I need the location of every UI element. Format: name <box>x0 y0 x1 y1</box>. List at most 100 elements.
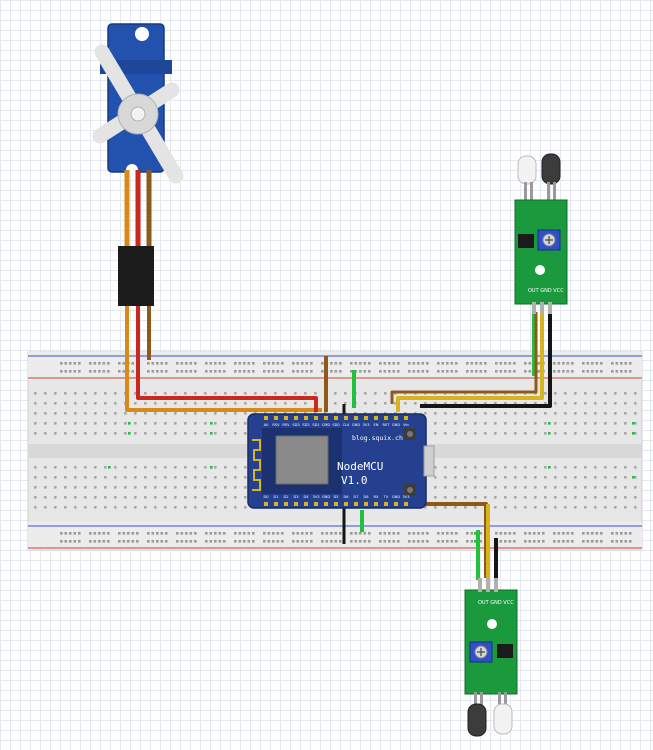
header-pin[interactable] <box>324 502 328 506</box>
header-pin[interactable] <box>404 502 408 506</box>
breadboard-hole <box>214 476 217 479</box>
breadboard-hole <box>632 432 635 435</box>
breadboard-hole <box>513 532 516 535</box>
breadboard-hole <box>234 466 237 469</box>
breadboard-hole <box>34 402 37 405</box>
header-pin[interactable] <box>354 416 358 420</box>
breadboard-hole <box>524 532 527 535</box>
header-pin[interactable] <box>284 416 288 420</box>
header-pin[interactable] <box>334 502 338 506</box>
breadboard-hole <box>144 422 147 425</box>
header-pin[interactable] <box>354 502 358 506</box>
breadboard-hole <box>564 506 567 509</box>
breadboard-hole <box>44 466 47 469</box>
breadboard-hole <box>441 362 445 365</box>
breadboard-hole <box>504 370 507 373</box>
breadboard-hole <box>363 540 367 543</box>
breadboard-hole <box>437 362 440 365</box>
header-pin[interactable] <box>324 416 328 420</box>
header-pin[interactable] <box>304 416 308 420</box>
breadboard-hole <box>624 466 627 469</box>
breadboard-hole <box>224 506 227 509</box>
header-pin[interactable] <box>304 502 308 506</box>
breadboard-hole <box>134 506 137 509</box>
breadboard-hole <box>604 496 607 499</box>
pin-label: 3V3 <box>402 495 409 499</box>
breadboard-hole <box>368 362 371 365</box>
breadboard-hole <box>325 532 329 535</box>
breadboard-hole <box>104 486 107 489</box>
header-pin[interactable] <box>294 416 298 420</box>
header-pin[interactable] <box>384 502 388 506</box>
board-name: NodeMCU <box>337 460 383 473</box>
breadboard-hole <box>464 496 467 499</box>
breadboard-hole <box>44 422 47 425</box>
breadboard-hole <box>394 402 397 405</box>
breadboard-hole <box>524 506 527 509</box>
header-pin[interactable] <box>284 502 288 506</box>
breadboard-hole <box>470 362 474 365</box>
breadboard-hole <box>604 392 607 395</box>
breadboard-hole <box>454 506 457 509</box>
breadboard-hole <box>412 532 416 535</box>
header-pin[interactable] <box>344 416 348 420</box>
header-pin[interactable] <box>384 416 388 420</box>
header-pin[interactable] <box>274 416 278 420</box>
breadboard-hole <box>321 370 324 373</box>
header-pin[interactable] <box>394 416 398 420</box>
breadboard-hole <box>64 402 67 405</box>
header-pin[interactable] <box>364 416 368 420</box>
wire-servo-signal <box>125 306 322 412</box>
sensor-mount-hole <box>535 265 545 275</box>
header-pin[interactable] <box>294 502 298 506</box>
breadboard-hole <box>184 432 187 435</box>
breadboard-hole <box>154 422 157 425</box>
pin-label: D1 <box>273 495 278 499</box>
breadboard-hole <box>114 412 117 415</box>
breadboard-hole <box>364 402 367 405</box>
breadboard-hole <box>474 532 477 535</box>
pin-label: D0 <box>263 495 269 499</box>
breadboard-hole <box>254 402 257 405</box>
breadboard-hole <box>44 506 47 509</box>
breadboard-hole <box>234 476 237 479</box>
breadboard-hole <box>504 412 507 415</box>
servo-horn <box>92 44 184 184</box>
header-pin[interactable] <box>374 416 378 420</box>
breadboard-hole <box>209 370 213 373</box>
header-pin[interactable] <box>264 416 268 420</box>
breadboard-hole <box>214 532 217 535</box>
header-pin[interactable] <box>374 502 378 506</box>
breadboard-hole <box>321 540 324 543</box>
breadboard-hole <box>330 370 333 373</box>
breadboard-hole <box>54 432 57 435</box>
sensor-comparator-chip <box>497 644 513 658</box>
breadboard-hole <box>160 370 164 373</box>
header-pin[interactable] <box>314 502 318 506</box>
breadboard-hole <box>131 370 135 373</box>
breadboard-hole <box>174 466 177 469</box>
breadboard-hole <box>243 370 246 373</box>
header-pin[interactable] <box>394 502 398 506</box>
breadboard-hole <box>582 540 585 543</box>
breadboard-hole <box>542 532 545 535</box>
breadboard-hole <box>524 362 527 365</box>
header-pin[interactable] <box>344 502 348 506</box>
breadboard-hole <box>534 412 537 415</box>
breadboard-hole <box>434 412 437 415</box>
breadboard-hole <box>611 370 614 373</box>
breadboard-hole <box>537 532 541 535</box>
breadboard-hole <box>160 532 164 535</box>
header-pin[interactable] <box>264 502 268 506</box>
header-pin[interactable] <box>364 502 368 506</box>
header-pin[interactable] <box>404 416 408 420</box>
header-pin[interactable] <box>314 416 318 420</box>
breadboard-hole <box>189 370 193 373</box>
breadboard-hole <box>446 362 449 365</box>
breadboard-hole <box>305 540 309 543</box>
header-pin[interactable] <box>274 502 278 506</box>
header-pin[interactable] <box>334 416 338 420</box>
breadboard-hole <box>114 392 117 395</box>
